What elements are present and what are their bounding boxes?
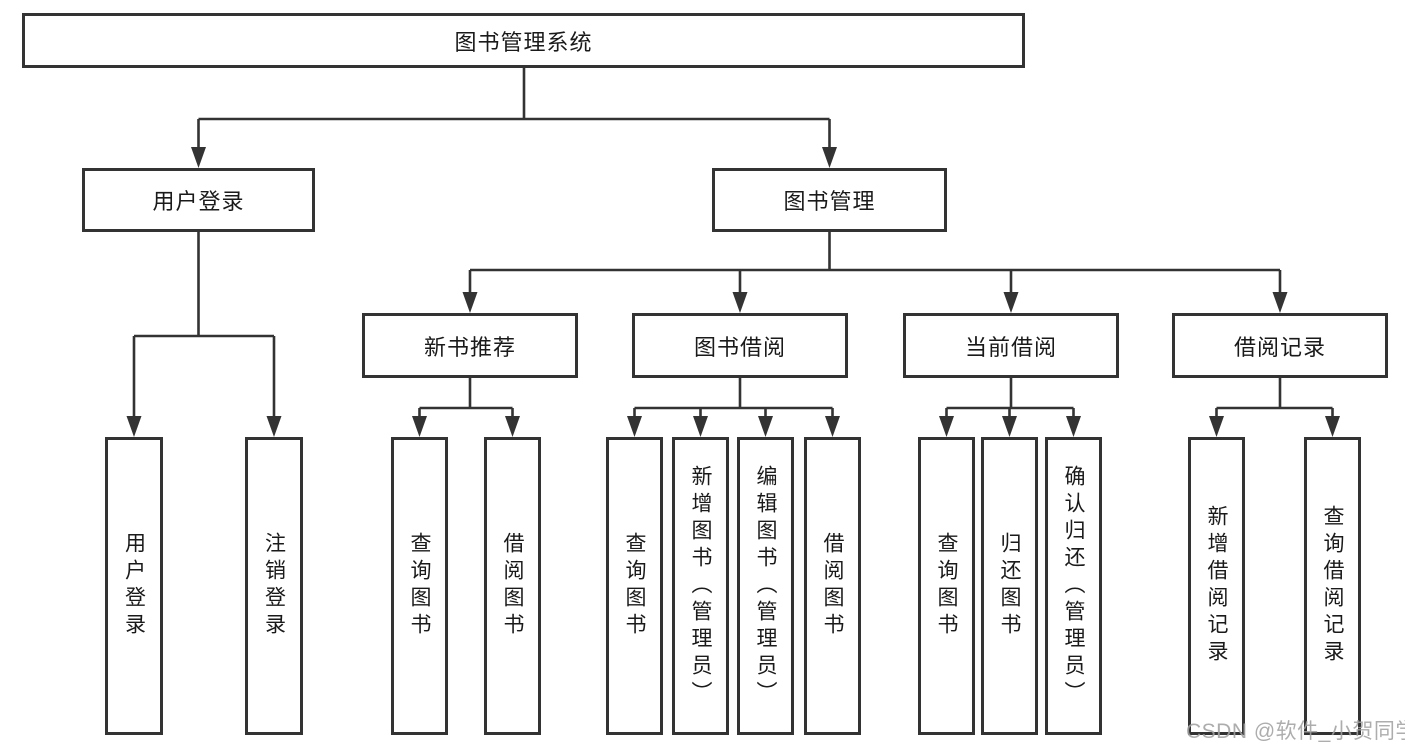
leaf-label: 借阅图书 [821,532,844,640]
node-leaf-log-query-record: 查询借阅记录 [1304,437,1361,735]
node-leaf-rec-borrow-books: 借阅图书 [484,437,541,735]
arrowheads-level3 [462,292,1288,313]
leaf-label: 新增图书（管理员） [689,464,712,708]
arrowheads-new-book-rec [412,416,520,437]
node-user-login: 用户登录 [82,168,315,232]
csdn-watermark: CSDN @软件_小贺同学 [1186,720,1405,743]
node-leaf-logout: 注销登录 [245,437,303,735]
leaf-label: 查询图书 [623,532,646,640]
node-leaf-cur-query-books: 查询图书 [918,437,975,735]
node-leaf-rec-query-books: 查询图书 [391,437,448,735]
arrowheads-current-borrow [939,416,1081,437]
node-root: 图书管理系统 [22,13,1025,68]
node-leaf-bor-query-books: 查询图书 [606,437,663,735]
node-borrow-records: 借阅记录 [1172,313,1388,378]
node-leaf-cur-confirm-return: 确认归还（管理员） [1045,437,1102,735]
node-leaf-cur-return-books: 归还图书 [981,437,1038,735]
arrowheads-level2 [191,147,837,168]
node-book-borrow: 图书借阅 [632,313,848,378]
leaf-label: 查询借阅记录 [1321,505,1344,667]
connector-new-book-rec-children [418,378,514,416]
arrowheads-user-login-children [126,416,282,437]
connector-user-login-children [132,232,276,416]
connector-book-borrow-children [633,378,834,416]
node-leaf-bor-borrow-books: 借阅图书 [804,437,861,735]
arrowheads-borrow-records [1209,416,1340,437]
leaf-label: 注销登录 [262,532,286,640]
leaf-label: 归还图书 [998,532,1021,640]
connector-borrow-records-children [1215,378,1334,416]
node-leaf-log-add-record: 新增借阅记录 [1188,437,1245,735]
node-current-borrow: 当前借阅 [903,313,1119,378]
node-leaf-user-login: 用户登录 [105,437,163,735]
leaf-label: 查询图书 [408,532,431,640]
node-leaf-bor-edit-books: 编辑图书（管理员） [737,437,794,735]
node-book-management: 图书管理 [712,168,947,232]
connector-book-management-children [468,232,1282,292]
leaf-label: 用户登录 [122,532,146,640]
node-leaf-bor-add-books: 新增图书（管理员） [672,437,729,735]
connector-root-to-level2 [197,68,831,147]
connector-current-borrow-children [945,378,1075,416]
leaf-label: 确认归还（管理员） [1062,464,1085,708]
leaf-label: 新增借阅记录 [1205,505,1228,667]
leaf-label: 编辑图书（管理员） [754,464,777,708]
leaf-label: 借阅图书 [501,532,524,640]
arrowheads-book-borrow [627,416,840,437]
node-new-book-recommendation: 新书推荐 [362,313,578,378]
leaf-label: 查询图书 [935,532,958,640]
